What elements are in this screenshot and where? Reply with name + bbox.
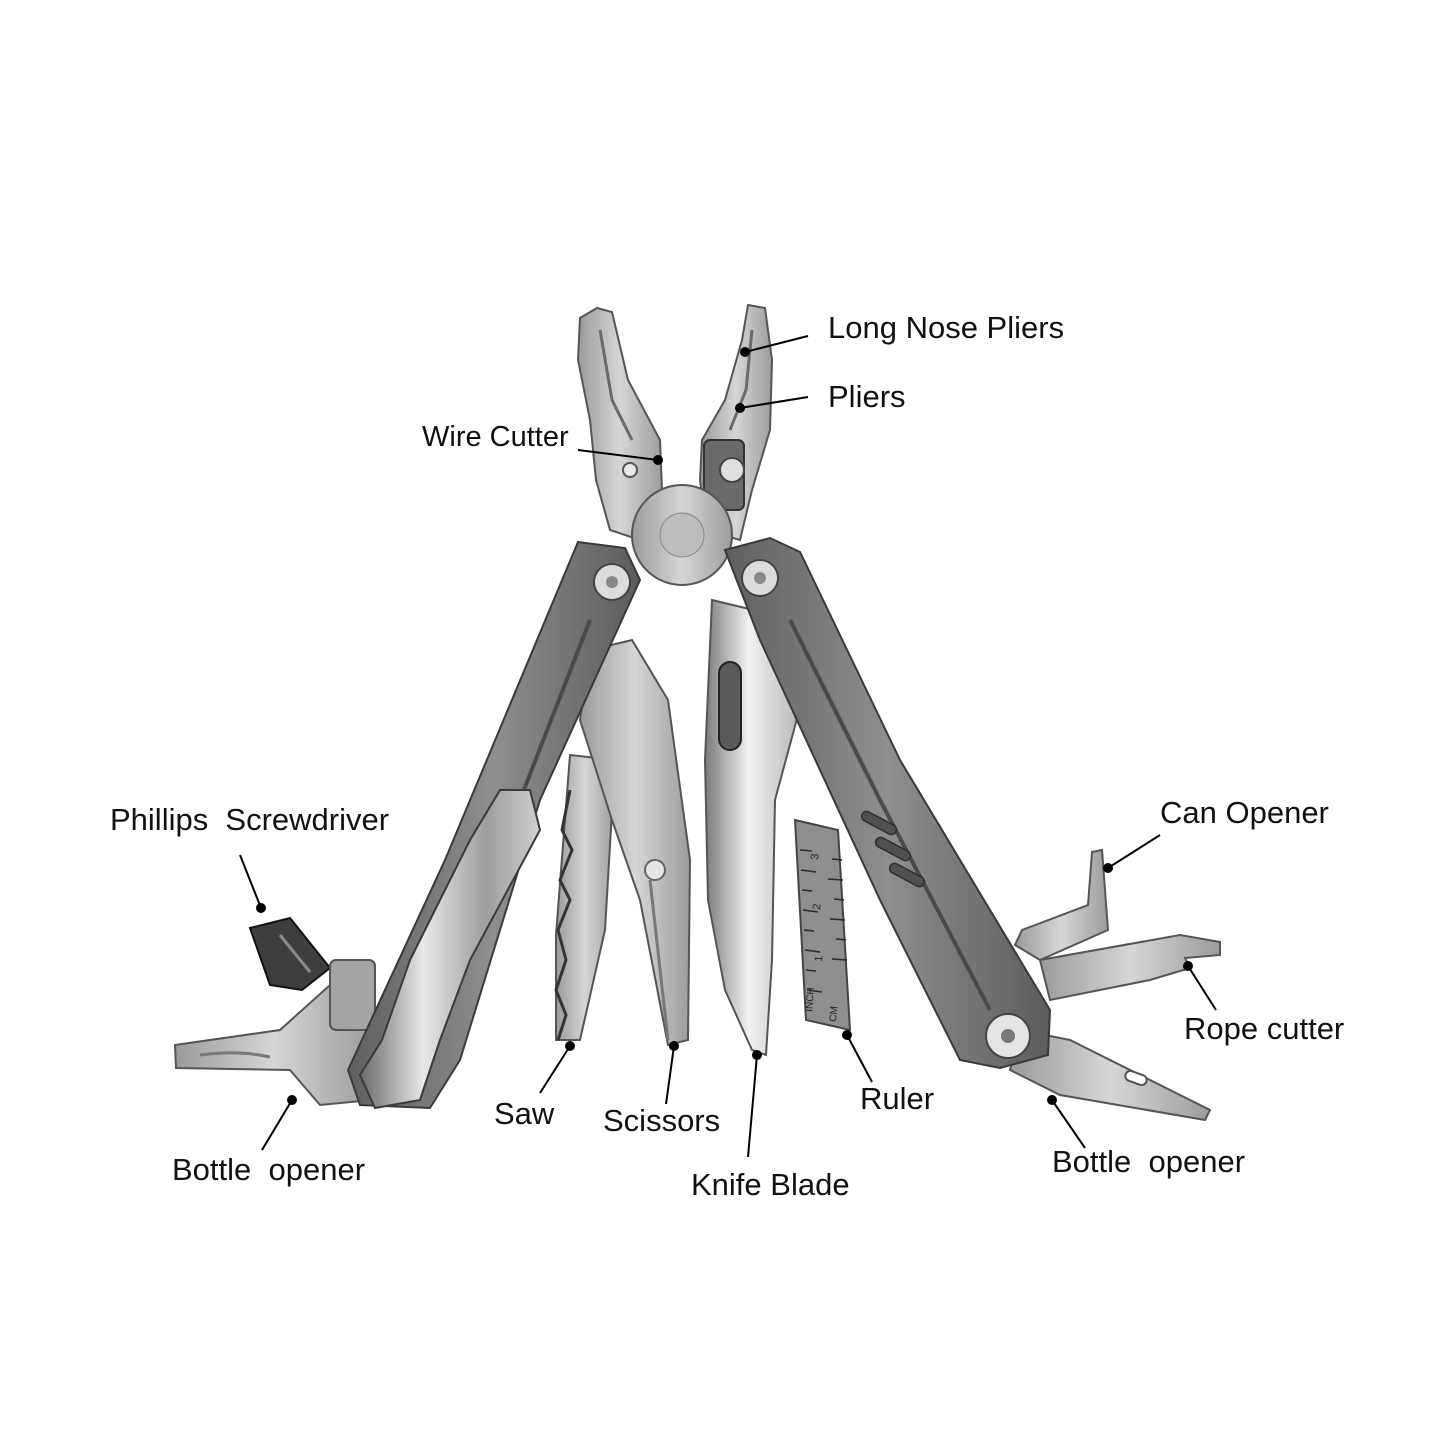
knife-thumb-stud xyxy=(718,661,742,751)
can-opener xyxy=(1013,848,1110,962)
pocket-clip xyxy=(358,789,542,1110)
right-handle xyxy=(723,536,1052,1070)
leader-lines xyxy=(239,335,1217,1158)
leader-dots xyxy=(256,347,1193,1105)
label-bottle-opener-left: Bottle opener xyxy=(172,1152,366,1187)
left-tools xyxy=(173,638,692,1107)
ruler-tool: INCH CM 1 2 3 xyxy=(793,818,852,1032)
grip-slots xyxy=(860,810,926,888)
label-ruler: Ruler xyxy=(860,1081,935,1116)
ruler-inch-text: INCH xyxy=(804,987,817,1012)
left-handle xyxy=(346,540,642,1110)
label-phillips-screwdriver: Phillips Screwdriver xyxy=(110,802,390,837)
label-wire-cutter: Wire Cutter xyxy=(422,421,569,453)
scissors-blade xyxy=(578,638,692,1047)
label-can-opener: Can Opener xyxy=(1160,795,1329,830)
bottle-opener-arm-right xyxy=(1008,1028,1212,1122)
label-long-nose-pliers: Long Nose Pliers xyxy=(828,310,1065,345)
ruler-cm-text: CM xyxy=(828,1006,840,1022)
pliers-head xyxy=(576,303,774,586)
ruler-mark-1: 1 xyxy=(813,955,825,962)
label-scissors: Scissors xyxy=(603,1103,721,1138)
label-saw: Saw xyxy=(494,1096,555,1131)
jaw-screw xyxy=(719,457,745,483)
label-bottle-opener-right: Bottle opener xyxy=(1052,1144,1246,1179)
screwdriver-bit xyxy=(248,916,332,992)
ruler-mark-2: 2 xyxy=(811,903,823,910)
rope-cutter xyxy=(1038,933,1221,1002)
label-pliers: Pliers xyxy=(828,379,906,414)
ruler-mark-3: 3 xyxy=(809,853,821,860)
label-rope-cutter: Rope cutter xyxy=(1184,1011,1345,1046)
jaw-rivet xyxy=(622,462,638,478)
label-knife-blade: Knife Blade xyxy=(691,1167,850,1202)
right-tools xyxy=(1008,848,1221,1122)
